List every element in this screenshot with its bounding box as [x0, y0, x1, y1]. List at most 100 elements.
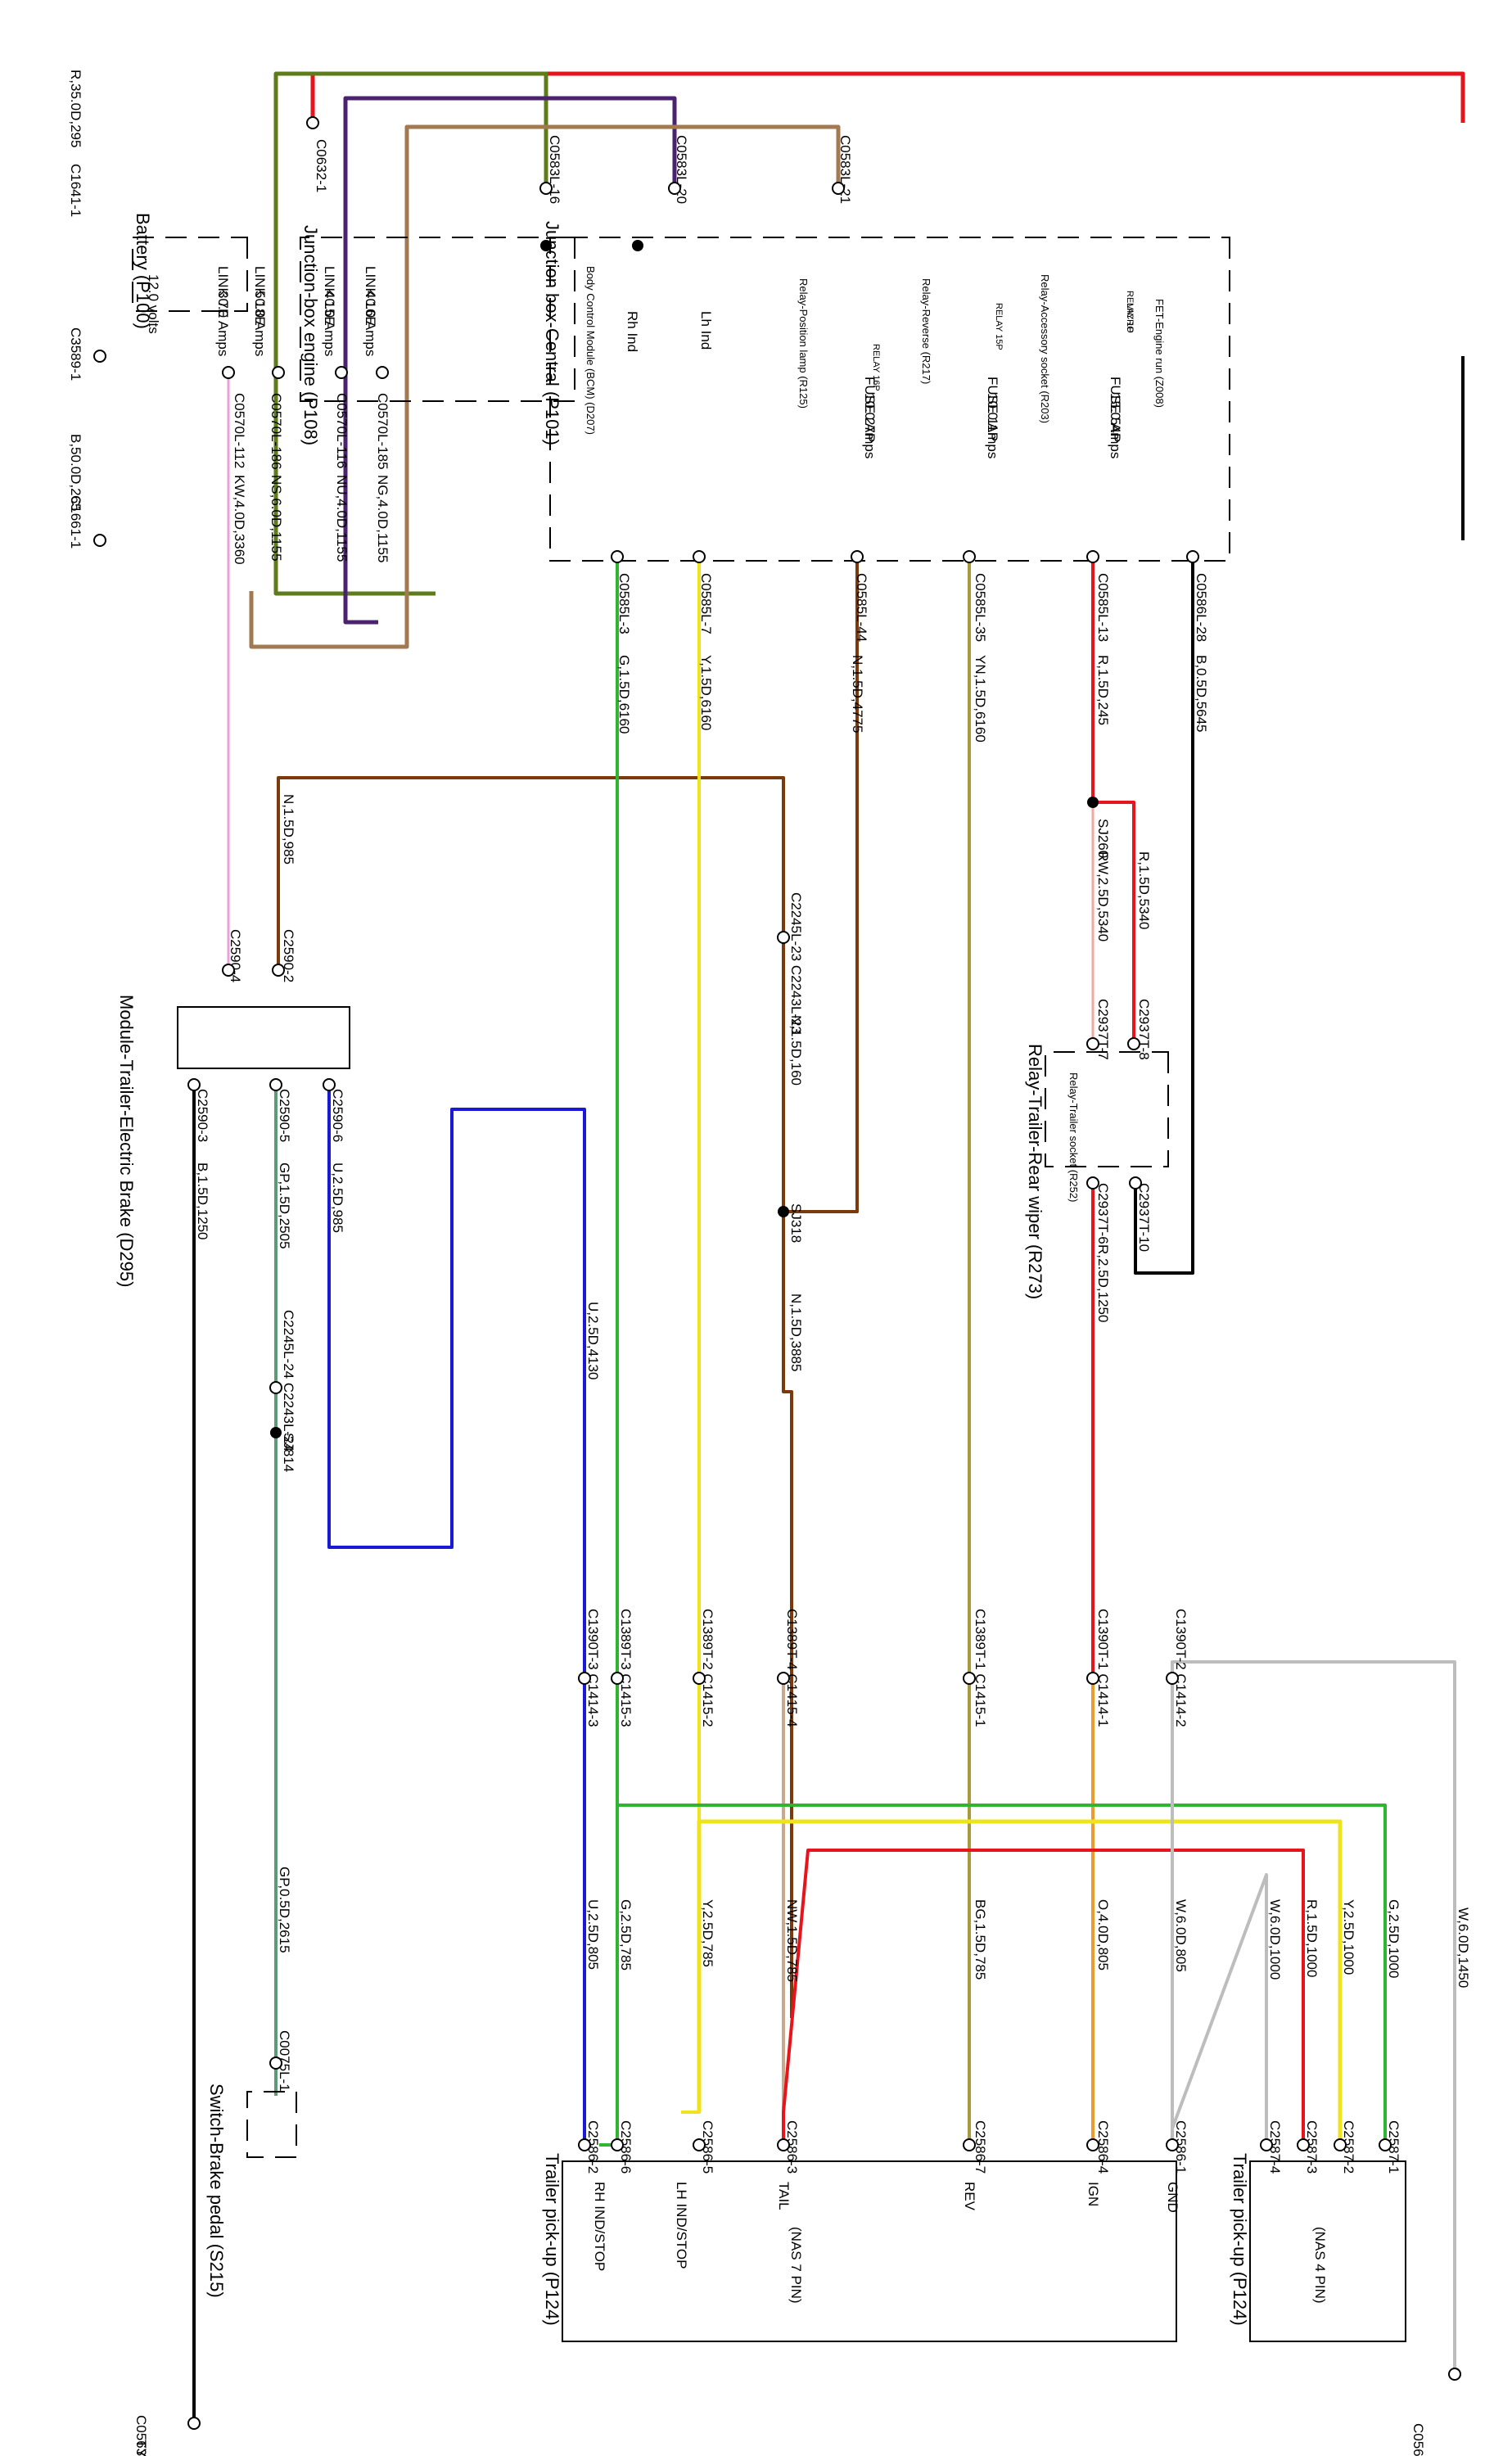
- connector-pin-22: [1127, 1037, 1140, 1050]
- wire-code-w-r-35: R,35.0D,295: [68, 70, 83, 147]
- connector-c2586-4: C2586-4: [1095, 2120, 1111, 2174]
- connector-pin-30: [777, 1672, 790, 1685]
- wire-code-w-u-25-805: U,2.5D,805: [585, 1899, 601, 1970]
- wire-b-5645: [1134, 557, 1194, 1275]
- wire-code-w-g-25-785: G,2.5D,785: [618, 1899, 634, 1971]
- wire-w-1450: [1171, 1660, 1456, 2374]
- pickup4-subtitle: (NAS 4 PIN): [1312, 2227, 1328, 2304]
- connector-pin-10: [611, 550, 624, 563]
- jb-engine-title: Junction-box engine (P108): [300, 225, 321, 445]
- wire-code-w-g-15-6160: G,1.5D,6160: [616, 655, 632, 734]
- wire-code-w-ns-6: NS,6.0D,1155: [269, 475, 284, 562]
- wire-code-w-r-25-1250: R,2.5D,1250: [1095, 1244, 1111, 1322]
- connector-pin-4: [272, 366, 285, 379]
- link-name-2: LINK 15E: [322, 266, 337, 326]
- link-rating-0: 30.0 Amps: [215, 291, 231, 356]
- connector-pin-2: [93, 534, 106, 547]
- fet-label: FET-Engine run (Z008): [1153, 299, 1166, 408]
- wire-r-1000: [782, 1849, 1305, 2145]
- connector-type3: TYPE 3: [133, 2440, 149, 2456]
- connector-c1390t-2: C1390T-2 C1414-2: [1173, 1609, 1189, 1727]
- fuse-rating-2: 15.0 Amps: [1108, 393, 1123, 458]
- connector-c0585l-35: C0585L-35: [973, 573, 988, 642]
- battery-box: [132, 237, 248, 312]
- fuse-rating-1: 10.0 Amps: [985, 393, 1000, 458]
- wire-code-w-nu-4: NU,4.0D,1155: [334, 475, 350, 562]
- connector-pin-46: [187, 2417, 201, 2430]
- jb-engine-box: [300, 237, 575, 402]
- connector-pin-25: [777, 931, 790, 944]
- wire-code-w-u-25-985: U,2.5D,985: [330, 1163, 345, 1233]
- link-name-3: LINK 16E: [363, 266, 378, 326]
- wire-code-w-w-60-1000: W,6.0D,1000: [1267, 1899, 1283, 1980]
- wire-code-w-o-40-805: O,4.0D,805: [1095, 1899, 1111, 1971]
- connector-c2586-5: C2586-5: [700, 2120, 715, 2174]
- connector-c1661-1: C1661-1: [68, 495, 83, 549]
- module-brake-title: Module-Trailer-Electric Brake (D295): [116, 995, 137, 1287]
- lh-ind-label: Lh Ind: [698, 311, 714, 350]
- jb-central-box: [549, 237, 1230, 562]
- connector-pin-39: [1086, 2138, 1099, 2151]
- connector-c2937t-7: C2937T-7: [1095, 999, 1111, 1060]
- connector-pin-27: [578, 1672, 591, 1685]
- splice-dot-4: [540, 240, 552, 251]
- wire-code-w-r-15-245: R,1.5D,245: [1095, 655, 1111, 725]
- pickup7-pin-1: LH IND/STOP: [674, 2182, 689, 2269]
- switch-brake-box: [246, 2091, 297, 2158]
- connector-pin-35: [611, 2138, 624, 2151]
- connector-c2587-4: C2587-4: [1267, 2120, 1283, 2174]
- wire-w-1000: [1171, 1873, 1268, 2145]
- connector-c0565t-1: C0565T-1: [1410, 2423, 1426, 2456]
- connector-pin-18: [187, 1078, 201, 1091]
- rh-ind-label: Rh Ind: [625, 311, 640, 352]
- wire-code-w-ng-4: NG,4.0D,1155: [375, 475, 390, 562]
- pickup7-pin-2: TAIL: [776, 2182, 792, 2210]
- pickup4-title: Trailer pick-up (P124): [1230, 2153, 1250, 2326]
- connector-pin-0: [306, 116, 319, 129]
- connector-c2586-2: C2586-2: [585, 2120, 601, 2174]
- fuse-name-2: FUSE 54P: [1108, 377, 1123, 442]
- relay-tag-1: RELAY 15P: [994, 303, 1004, 350]
- connector-c1389t-2: C1389T-2 C1415-2: [700, 1609, 715, 1727]
- connector-pin-31: [963, 1672, 976, 1685]
- connector-c0075l-1: C0075L-1: [277, 2030, 292, 2092]
- connector-pin-1: [93, 350, 106, 363]
- connector-c0586l-28: C0586L-28: [1194, 573, 1209, 642]
- connector-c0570l-186: C0570L-186: [269, 393, 284, 470]
- wire-ng-4: [273, 71, 548, 596]
- relay-trailer-title: Relay-Trailer-Rear wiper (R273): [1025, 1044, 1045, 1299]
- connector-pin-15: [1186, 550, 1199, 563]
- relay-reverse-label: Relay-Reverse (R217): [920, 278, 932, 384]
- wire-code-w-nw-15-785: NW,1.5D,785: [784, 1899, 800, 1982]
- wire-y-6160: [681, 557, 701, 2114]
- connector-c1389t-3: C1389T-3 C1415-3: [618, 1609, 634, 1727]
- connector-c2245l-23: C2245L-23 C2243L-23: [788, 892, 804, 1034]
- wire-g-1000: [616, 1804, 1387, 2145]
- wire-code-w-y-25-785: Y,2.5D,785: [700, 1899, 715, 1967]
- connector-pin-3: [222, 366, 235, 379]
- connector-pin-40: [1166, 2138, 1179, 2151]
- battery-voltage: 12.0 volts: [146, 274, 161, 334]
- connector-c0585l-3: C0585L-3: [616, 573, 632, 634]
- fuse-name-1: FUSE 11P: [985, 377, 1000, 441]
- connector-c2245l-24: C2245L-24 C2243L-24: [281, 1310, 296, 1451]
- wire-code-w-yn-15-6160: YN,1.5D,6160: [973, 655, 988, 743]
- wire-u-985: [327, 1085, 586, 1711]
- connector-pin-16: [222, 964, 235, 977]
- wire-g-6160: [599, 557, 619, 2147]
- connector-c2587-1: C2587-1: [1386, 2120, 1401, 2174]
- wire-code-w-g-25-1000: G,2.5D,1000: [1386, 1899, 1401, 1978]
- wire-code-w-n-15-985: N,1.5D,985: [281, 794, 296, 865]
- splice-dot-2: [270, 1427, 282, 1438]
- connector-pin-20: [323, 1078, 336, 1091]
- connector-c1390t-1: C1390T-1 C1414-1: [1095, 1609, 1111, 1727]
- connector-pin-9: [832, 182, 845, 195]
- wire-r-5340: [1093, 801, 1135, 1044]
- module-brake-box: [177, 1006, 350, 1069]
- wire-code-w-n-15-160: N,1.5D,160: [788, 1015, 804, 1086]
- connector-c0563l-1: C0563L-1: [133, 2415, 149, 2456]
- connector-pin-12: [851, 550, 864, 563]
- connector-pin-14: [1086, 550, 1099, 563]
